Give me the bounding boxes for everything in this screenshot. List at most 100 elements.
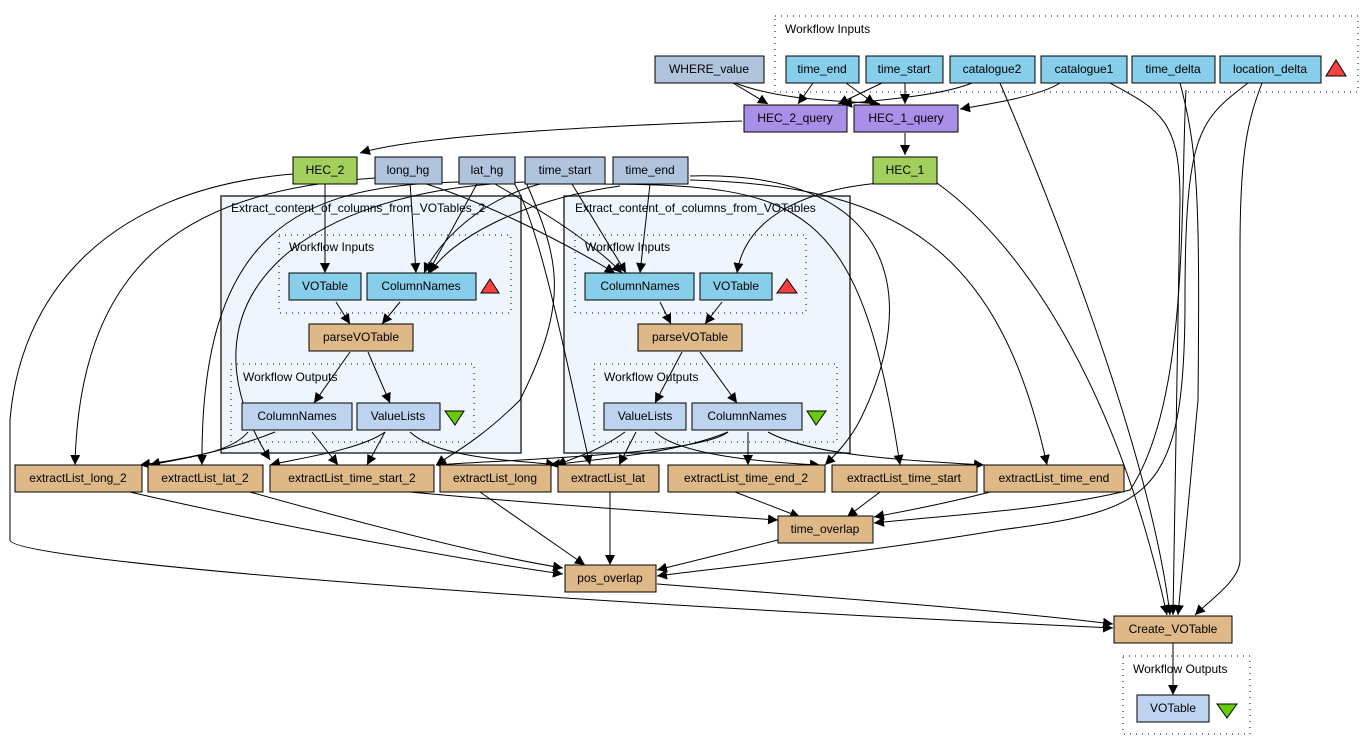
svg-text:ColumnNames: ColumnNames — [707, 409, 786, 423]
cluster-label: Workflow Inputs — [585, 240, 670, 254]
edge — [571, 183, 627, 274]
edge — [235, 181, 526, 461]
edge — [732, 82, 769, 105]
edge — [1173, 82, 1200, 616]
svg-text:extractList_time_start_2: extractList_time_start_2 — [288, 471, 416, 485]
svg-text:Create_VOTable: Create_VOTable — [1129, 622, 1218, 636]
svg-text:parseVOTable: parseVOTable — [652, 330, 728, 344]
sub1-parse-votable[interactable]: parseVOTable — [637, 323, 743, 352]
node-extractlist-time-start-2[interactable]: extractList_time_start_2 — [269, 464, 435, 493]
output-votable[interactable]: VOTable — [1136, 694, 1210, 723]
input-time-delta[interactable]: time_delta — [1131, 55, 1216, 84]
cluster-final-workflow-outputs: Workflow Outputs — [1122, 655, 1251, 735]
node-extractlist-time-end-2[interactable]: extractList_time_end_2 — [667, 464, 826, 493]
edge — [656, 583, 1114, 628]
edge — [70, 177, 376, 466]
svg-text:HEC_2_query: HEC_2_query — [757, 111, 832, 125]
edge — [599, 183, 904, 466]
node-where-value[interactable]: WHERE_value — [654, 55, 765, 84]
edge — [381, 301, 401, 325]
edge — [427, 181, 479, 274]
edge — [999, 82, 1174, 616]
node-extractlist-time-start[interactable]: extractList_time_start — [831, 464, 978, 493]
edge — [367, 351, 391, 404]
input-catalogue2[interactable]: catalogue2 — [949, 55, 1036, 84]
edge — [1194, 82, 1263, 616]
edge — [797, 82, 814, 105]
edge — [335, 301, 351, 325]
node-long-hg[interactable]: long_hg — [374, 156, 443, 185]
subworkflow-2-title: Extract_content_of_columns_from_VOTables… — [231, 201, 485, 215]
node-time-end[interactable]: time_end — [612, 156, 689, 185]
sub2-parse-votable[interactable]: parseVOTable — [308, 323, 414, 352]
svg-text:extractList_time_end: extractList_time_end — [999, 471, 1110, 485]
input-catalogue1[interactable]: catalogue1 — [1040, 55, 1128, 84]
sub1-output-columnnames[interactable]: ColumnNames — [691, 402, 803, 431]
edge — [704, 301, 723, 325]
edge — [409, 491, 779, 525]
input-ports-triangle-icon — [1325, 59, 1347, 77]
edge — [435, 431, 729, 470]
output-ports-triangle-icon — [1216, 703, 1238, 719]
cluster-label: Workflow Outputs — [1133, 662, 1227, 676]
edge — [409, 181, 421, 274]
sub1-input-votable[interactable]: VOTable — [699, 272, 773, 301]
svg-text:extractList_lat: extractList_lat — [571, 471, 646, 485]
svg-text:time_start: time_start — [878, 62, 931, 76]
svg-text:ColumnNames: ColumnNames — [600, 279, 679, 293]
svg-text:time_start: time_start — [539, 163, 592, 177]
node-extractlist-lat-2[interactable]: extractList_lat_2 — [147, 464, 264, 493]
cluster-label: Workflow Outputs — [604, 370, 698, 384]
svg-text:extractList_long_2: extractList_long_2 — [29, 471, 127, 485]
sub2-input-votable[interactable]: VOTable — [288, 272, 362, 301]
edge — [494, 183, 623, 274]
edge — [429, 185, 621, 274]
edge — [654, 431, 821, 470]
edge — [654, 351, 683, 404]
edge — [479, 491, 586, 566]
sub2-output-columnnames[interactable]: ColumnNames — [241, 402, 353, 431]
edge — [734, 82, 881, 109]
node-hec-2[interactable]: HEC_2 — [292, 156, 358, 185]
node-time-overlap[interactable]: time_overlap — [777, 515, 874, 544]
edge — [841, 82, 973, 108]
svg-text:time_delta: time_delta — [1145, 62, 1201, 76]
edge — [733, 182, 881, 274]
svg-text:ValueLists: ValueLists — [618, 409, 672, 423]
edge — [555, 431, 626, 467]
sub1-output-valuelists[interactable]: ValueLists — [603, 402, 687, 431]
edge — [313, 351, 351, 404]
sub2-output-valuelists[interactable]: ValueLists — [356, 402, 441, 431]
node-extractlist-lat[interactable]: extractList_lat — [557, 464, 660, 493]
node-hec-1-query[interactable]: HEC_1_query — [853, 104, 959, 133]
node-extractlist-time-end[interactable]: extractList_time_end — [983, 464, 1125, 493]
svg-text:WHERE_value: WHERE_value — [669, 62, 749, 76]
cluster-label: Workflow Outputs — [243, 370, 337, 384]
cluster-label: Workflow Inputs — [785, 22, 870, 36]
node-time-start[interactable]: time_start — [524, 156, 606, 185]
output-ports-triangle-icon — [444, 410, 465, 426]
node-create-votable[interactable]: Create_VOTable — [1113, 615, 1233, 644]
edge — [636, 183, 651, 274]
svg-text:ValueLists: ValueLists — [371, 409, 425, 423]
sub2-input-columnnames[interactable]: ColumnNames — [366, 272, 477, 301]
edge — [959, 82, 1061, 113]
input-time-start[interactable]: time_start — [865, 55, 944, 84]
svg-text:extractList_time_end_2: extractList_time_end_2 — [684, 471, 808, 485]
input-location-delta[interactable]: location_delta — [1219, 55, 1322, 84]
node-pos-overlap[interactable]: pos_overlap — [564, 564, 657, 593]
svg-text:VOTable: VOTable — [1150, 701, 1196, 715]
svg-text:ColumnNames: ColumnNames — [381, 279, 460, 293]
svg-text:catalogue2: catalogue2 — [963, 62, 1022, 76]
input-time-end[interactable]: time_end — [785, 55, 860, 84]
svg-text:time_overlap: time_overlap — [791, 522, 860, 536]
node-hec-1[interactable]: HEC_1 — [872, 156, 938, 185]
svg-text:HEC_1_query: HEC_1_query — [868, 111, 943, 125]
node-extractlist-long[interactable]: extractList_long — [439, 464, 552, 493]
node-extractlist-long-2[interactable]: extractList_long_2 — [14, 464, 143, 493]
subworkflow-1-title: Extract_content_of_columns_from_VOTables — [575, 201, 816, 215]
sub1-input-columnnames[interactable]: ColumnNames — [584, 272, 695, 301]
node-lat-hg[interactable]: lat_hg — [458, 156, 516, 185]
node-hec-2-query[interactable]: HEC_2_query — [743, 104, 848, 133]
svg-text:extractList_lat_2: extractList_lat_2 — [161, 471, 249, 485]
